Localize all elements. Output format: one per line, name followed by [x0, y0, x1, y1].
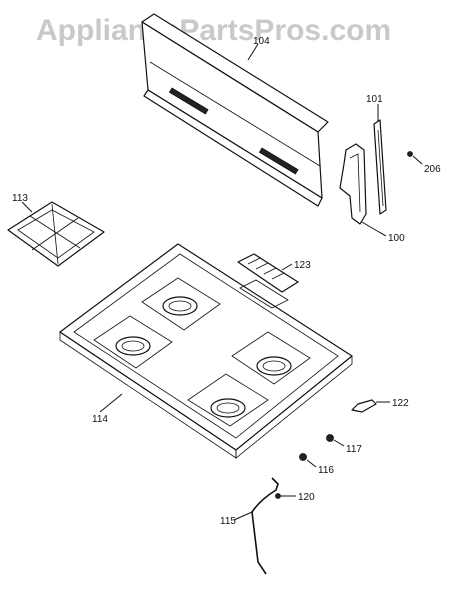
label-206: 206 [424, 164, 441, 175]
watermark-logo: AppliancePartsPros.com [36, 14, 391, 47]
label-123: 123 [294, 260, 311, 271]
label-114: 114 [92, 414, 108, 425]
part-120-clip [275, 493, 296, 499]
part-104-backguard [141, 13, 329, 207]
label-113: 113 [12, 193, 28, 204]
label-115: 115 [220, 516, 236, 527]
label-116: 116 [318, 465, 334, 476]
part-114-cooktop [59, 243, 353, 459]
label-100: 100 [388, 233, 405, 244]
part-206-screw [407, 151, 423, 165]
label-120: 120 [298, 492, 315, 503]
part-116-nut [299, 453, 317, 468]
label-101: 101 [366, 94, 383, 105]
label-117: 117 [346, 444, 362, 455]
part-122-electrode [351, 399, 390, 413]
part-100-end-cap [339, 143, 387, 237]
label-104: 104 [253, 36, 270, 47]
part-labels: 104 101 206 100 113 123 114 122 117 116 … [12, 36, 441, 527]
part-101-side-trim [373, 104, 387, 215]
label-122: 122 [392, 398, 409, 409]
part-123-vent [237, 253, 299, 293]
part-117-nut [326, 434, 345, 447]
part-113-grate [7, 201, 105, 267]
part-115-support-rod [233, 477, 279, 575]
